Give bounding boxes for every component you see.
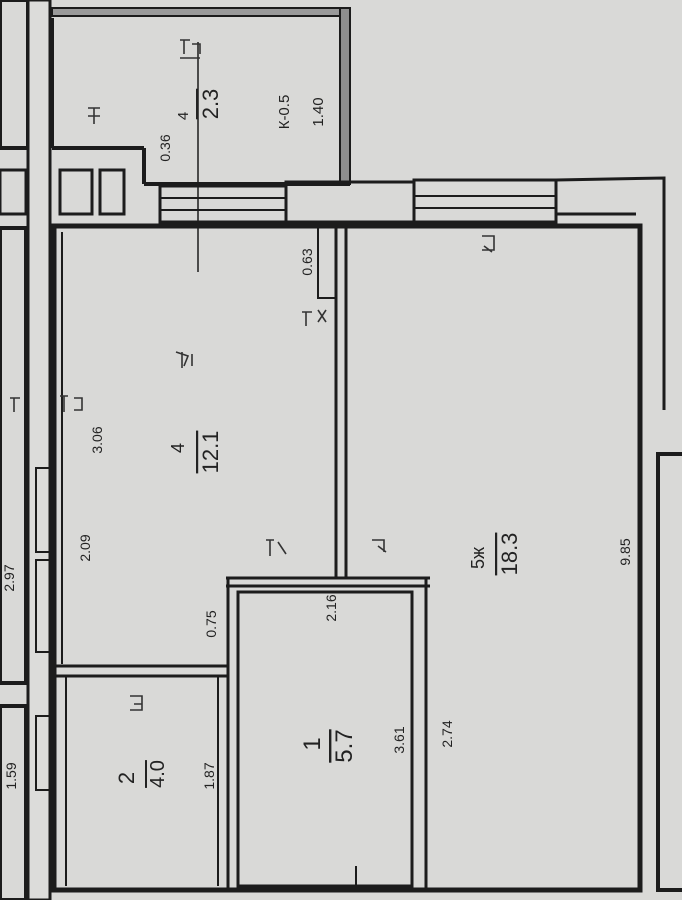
bath-number: 1 [299,737,326,750]
bath-area: 5.7 [331,729,358,762]
loggia-area: 1.40 [310,97,327,126]
loggia-number: К-0.5 [276,95,293,130]
dim-0-36: 0.36 [157,134,173,161]
dim-9-85: 9.85 [617,538,633,565]
top-windows [158,176,666,410]
upper-rooms-walls [50,7,351,272]
left-neighbor-walls [0,0,52,900]
dim-3-61: 3.61 [391,726,407,753]
dim-1-59: 1.59 [3,762,19,789]
dim-2-16: 2.16 [323,594,339,621]
wc-number: 4 [175,112,192,120]
right-neighbor-walls [656,452,682,892]
kitchen-number: 4 [168,443,188,453]
storage-area: 4.0 [147,760,169,788]
living-number: 5ж [468,547,488,569]
dim-1-87: 1.87 [201,762,217,789]
dim-2-74: 2.74 [439,720,455,747]
dim-3-06: 3.06 [89,426,105,453]
dim-0-63: 0.63 [299,248,315,275]
dim-0-75: 0.75 [203,610,219,637]
dim-2-97: 2.97 [1,564,17,591]
kitchen-area: 12.1 [198,431,223,474]
apartment-walls [50,223,643,893]
wc-area: 2.3 [198,89,223,120]
dim-2-09: 2.09 [77,534,93,561]
living-area: 18.3 [497,533,522,576]
storage-number: 2 [114,772,139,784]
illegible-markings [10,39,495,711]
